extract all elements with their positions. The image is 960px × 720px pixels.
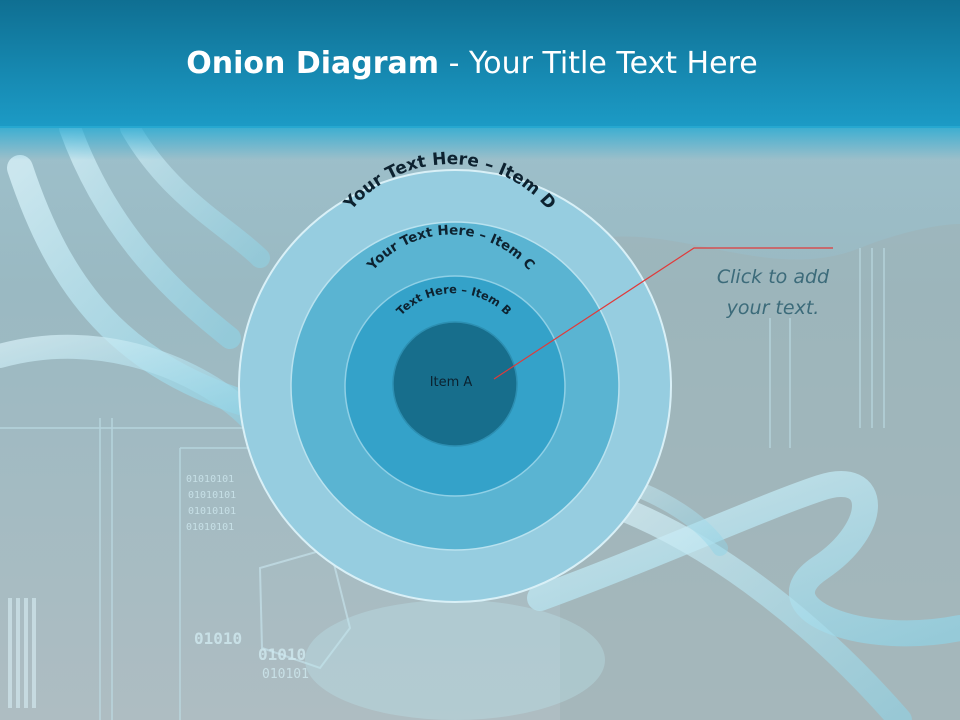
- dna-strand-left-2: [59, 128, 241, 349]
- title-bold: Onion Diagram: [186, 46, 440, 81]
- binary-text-a: 01010101: [186, 474, 234, 485]
- core-item-a[interactable]: [392, 321, 518, 447]
- core-label-a[interactable]: Item A: [430, 375, 473, 390]
- slide-title[interactable]: Onion Diagram - Your Title Text Here: [0, 46, 944, 81]
- diagram-reflection: [305, 600, 605, 720]
- header-bar: [0, 0, 960, 128]
- callout-line-2: your text.: [726, 297, 820, 319]
- title-rest: - Your Title Text Here: [439, 46, 758, 81]
- callout-line-1: Click to add: [716, 266, 830, 288]
- dna-strand-right-2: [608, 496, 912, 720]
- binary-text-c: 010101: [262, 667, 309, 682]
- binary-text-b: 01010: [194, 629, 242, 648]
- header-fade: [0, 126, 960, 160]
- binary-text-b2: 01010: [258, 645, 306, 664]
- callout-connector-line: [493, 247, 833, 380]
- binary-text-a4: 01010101: [186, 522, 234, 533]
- binary-text-a3: 01010101: [188, 506, 236, 517]
- callout-text[interactable]: Click to add your text.: [676, 262, 870, 324]
- dna-strand-left-3: [0, 334, 262, 430]
- binary-text-a2: 01010101: [188, 490, 236, 501]
